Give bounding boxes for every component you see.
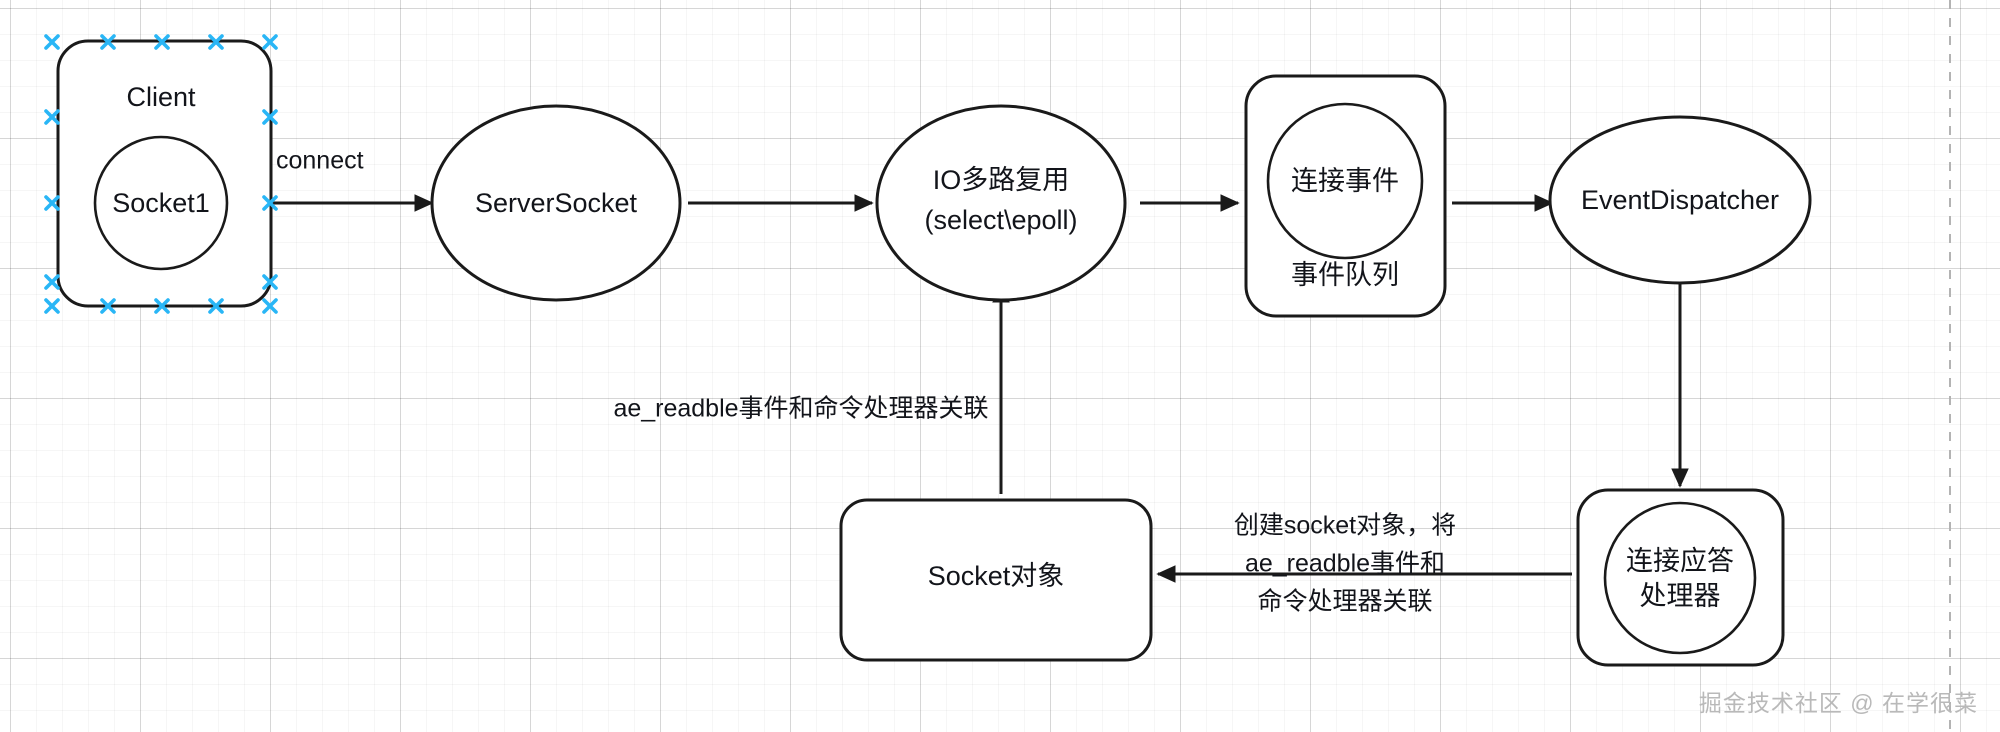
node-client-socket[interactable] [93,135,229,271]
node-event-dispatcher[interactable] [1548,115,1812,285]
selection-handle-right-1[interactable] [262,109,278,125]
node-accept-handler-line2: 处理器 [1640,581,1721,611]
node-io-multiplex[interactable] [875,104,1127,302]
node-event-dispatcher-label: EventDispatcher [1581,185,1779,215]
node-io-multiplex-line2: (select\epoll) [924,205,1077,235]
selection-handle-top-1[interactable] [100,34,116,50]
node-connect-event[interactable] [1266,102,1424,260]
selection-handle-left-2[interactable] [44,274,60,290]
selection-handle-bottom-2[interactable] [208,298,224,314]
edge-label-handler-line3: 命令处理器关联 [1257,588,1432,616]
edge-label-socket-object-to-io: ae_readble事件和命令处理器关联 [613,395,988,423]
selection-handle-bottom-left[interactable] [44,298,60,314]
selection-handle-top-right[interactable] [262,34,278,50]
edge-label-handler-line1: 创建socket对象，将 [1234,512,1456,540]
selection-handle-top-left[interactable] [44,34,60,50]
node-io-multiplex-line1: IO多路复用 [933,165,1070,195]
edge-label-handler-line2: ae_readble事件和 [1245,550,1445,578]
selection-handle-bottom-1[interactable] [100,298,116,314]
selection-handle-bottom-center[interactable] [154,298,170,314]
selection-handles-client[interactable] [44,34,278,314]
node-accept-handler[interactable] [1603,501,1757,655]
node-accept-handler-line1: 连接应答 [1626,546,1734,576]
selection-handle-right-2[interactable] [262,274,278,290]
selection-handle-right-middle[interactable] [262,195,278,211]
node-server-socket-label: ServerSocket [475,188,638,218]
node-socket-object[interactable] [839,498,1153,662]
node-server-socket[interactable] [430,104,682,302]
selection-handle-left-1[interactable] [44,109,60,125]
edge-label-connect: connect [276,147,364,175]
node-connect-event-label: 连接事件 [1291,166,1399,196]
selection-handle-left-middle[interactable] [44,195,60,211]
node-socket-object-label: Socket对象 [928,561,1065,591]
selection-handle-top-center[interactable] [154,34,170,50]
watermark: 掘金技术社区 @ 在学很菜 [1698,690,1978,716]
node-client-label: Client [126,82,196,112]
node-event-queue-label: 事件队列 [1291,260,1399,290]
selection-handle-top-2[interactable] [208,34,224,50]
node-client-socket-label: Socket1 [112,188,210,218]
selection-handle-bottom-right[interactable] [262,298,278,314]
